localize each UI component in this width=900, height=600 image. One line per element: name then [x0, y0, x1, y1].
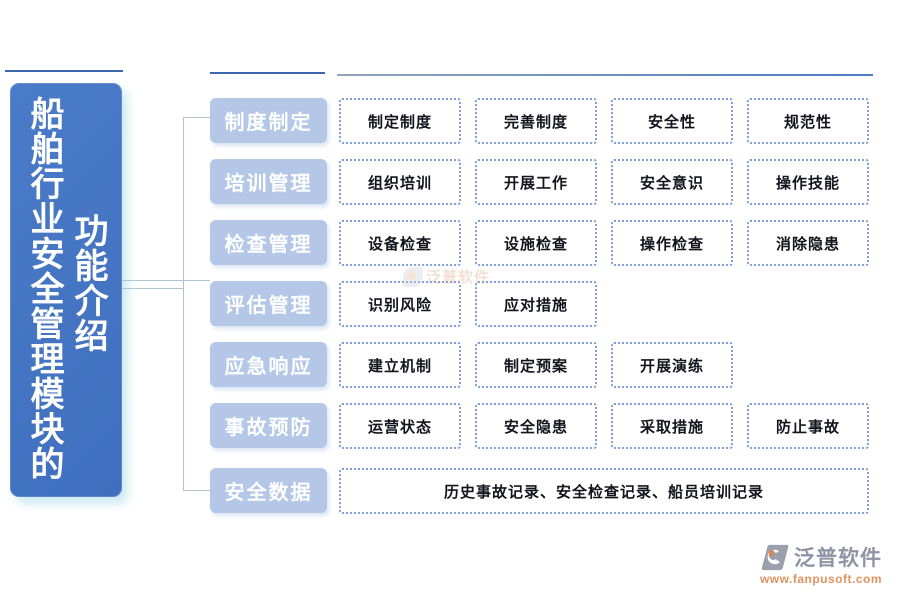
detail-box: 制定制度	[339, 98, 461, 144]
category-training: 培训管理	[210, 159, 327, 204]
detail-box: 识别风险	[339, 281, 461, 327]
detail-box: 操作检查	[611, 220, 733, 266]
brand-website[interactable]: www.fanpusoft.com	[759, 572, 882, 586]
category-inspection: 检查管理	[210, 220, 327, 265]
detail-box: 安全性	[611, 98, 733, 144]
category-safety-data: 安全数据	[210, 468, 327, 513]
top-rule-detail	[337, 74, 873, 76]
detail-box: 完善制度	[475, 98, 597, 144]
connector-root-to-trunk	[122, 288, 183, 289]
detail-box: 组织培训	[339, 159, 461, 205]
detail-box: 采取措施	[611, 403, 733, 449]
brand-block: 泛普软件 www.fanpusoft.com	[742, 542, 882, 586]
category-prevention: 事故预防	[210, 403, 327, 448]
detail-box: 消除隐患	[747, 220, 869, 266]
root-title-sub: 功能介绍	[69, 213, 107, 353]
top-rule-category	[210, 72, 325, 74]
detail-box: 操作技能	[747, 159, 869, 205]
brand-name: 泛普软件	[794, 547, 882, 570]
root-node: 船舶行业安全管理模块的 功能介绍	[10, 83, 122, 497]
detail-box: 设施检查	[475, 220, 597, 266]
connector-trunk	[183, 117, 184, 491]
connector-root-to-row4	[122, 280, 210, 281]
detail-box: 制定预案	[475, 342, 597, 388]
detail-box: 安全隐患	[475, 403, 597, 449]
detail-box: 应对措施	[475, 281, 597, 327]
detail-box: 防止事故	[747, 403, 869, 449]
detail-box-records: 历史事故记录、安全检查记录、船员培训记录	[339, 468, 869, 514]
detail-box: 开展演练	[611, 342, 733, 388]
root-title-main: 船舶行业安全管理模块的	[25, 96, 63, 481]
detail-box: 规范性	[747, 98, 869, 144]
detail-box: 建立机制	[339, 342, 461, 388]
detail-box: 开展工作	[475, 159, 597, 205]
top-rule-left	[5, 70, 123, 72]
connector-trunk-to-row7	[183, 490, 210, 491]
connector-trunk-to-row1	[183, 117, 210, 118]
category-assessment: 评估管理	[210, 281, 327, 326]
detail-box: 设备检查	[339, 220, 461, 266]
category-institution: 制度制定	[210, 98, 327, 143]
fanpu-logo-icon	[761, 544, 789, 570]
detail-box: 安全意识	[611, 159, 733, 205]
category-emergency: 应急响应	[210, 342, 327, 387]
detail-box: 运营状态	[339, 403, 461, 449]
